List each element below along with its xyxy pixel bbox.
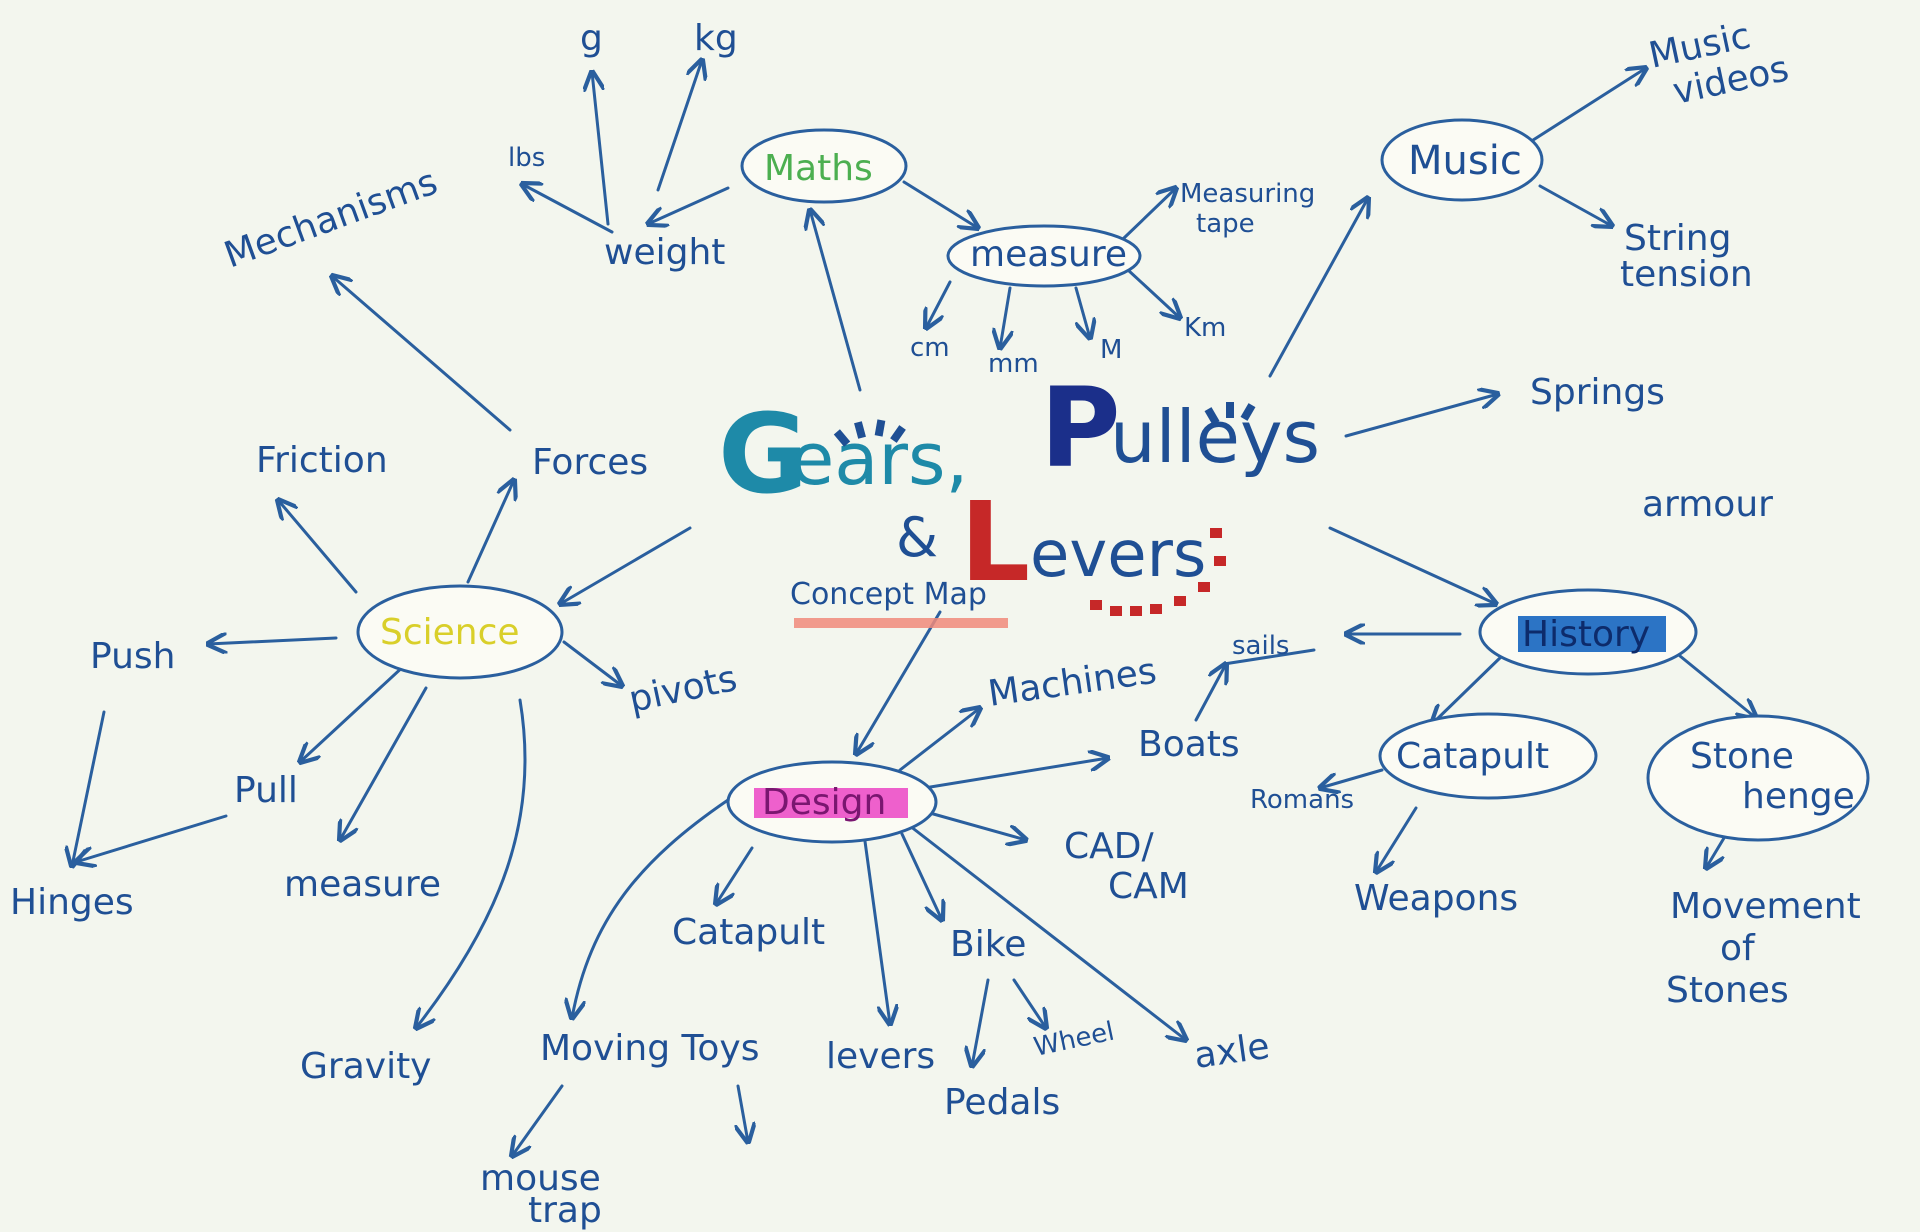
label-design-catapult: Catapult (672, 912, 825, 953)
label-springs: Springs (1530, 372, 1665, 413)
label-km: Km (1184, 313, 1226, 343)
label-pivots: pivots (625, 658, 740, 721)
hub-design: Design (762, 782, 886, 823)
hub-measure: measure (970, 234, 1127, 275)
hub-catapult: Catapult (1396, 736, 1549, 777)
label-pedals: Pedals (944, 1082, 1060, 1123)
label-sails: sails (1232, 631, 1289, 661)
music-cloud (1380, 118, 1544, 202)
hub-maths: Maths (764, 148, 873, 189)
label-bike: Bike (950, 924, 1026, 965)
hub-science: Science (380, 612, 520, 653)
pulley-dots-decoration (1204, 402, 1256, 425)
label-g: g (580, 18, 603, 59)
central-title: G ears, P ulleys & L evers Concept Ma (718, 364, 1320, 628)
label-mechanisms: Mechanisms (219, 162, 443, 277)
gear-teeth-decoration (833, 419, 906, 447)
title-gears-initial: G (718, 390, 808, 518)
connectors (72, 60, 1756, 1156)
catapult-cloud (1378, 712, 1598, 800)
label-cm: cm (910, 333, 950, 363)
label-forces: Forces (532, 442, 648, 483)
label-boats: Boats (1138, 724, 1240, 765)
label-cad-cam-line2: CAM (1108, 866, 1189, 907)
label-m: M (1100, 335, 1122, 365)
concept-map-underline (794, 618, 1008, 628)
label-lbs: lbs (508, 143, 545, 173)
hub-history: History (1522, 614, 1650, 655)
measure-cloud (946, 224, 1142, 288)
label-measuring-tape-line1: Measuring (1180, 179, 1315, 209)
label-string-tension-line1: String (1624, 218, 1731, 259)
label-mm: mm (988, 349, 1039, 379)
label-string-tension-line2: tension (1620, 254, 1753, 295)
label-gravity: Gravity (300, 1046, 431, 1087)
lever-dots-decoration (1090, 528, 1226, 616)
design-highlight (754, 788, 908, 818)
label-weapons: Weapons (1354, 878, 1518, 919)
label-cad-cam-line1: CAD/ (1064, 826, 1154, 867)
hub-music: Music (1408, 138, 1522, 184)
title-pulleys-rest: ulleys (1110, 395, 1320, 479)
maths-cloud (740, 128, 908, 204)
label-mouse-trap-line1: mouse (480, 1158, 601, 1199)
title-levers-rest: evers (1030, 518, 1206, 592)
label-science-measure: measure (284, 864, 441, 905)
label-measuring-tape-line2: tape (1196, 209, 1255, 239)
science-cloud (356, 584, 564, 680)
title-ampersand: & (896, 506, 938, 569)
label-friction: Friction (256, 440, 388, 481)
hub-stonehenge-line1: Stone (1690, 736, 1794, 777)
label-romans: Romans (1250, 785, 1354, 815)
label-movement-of-stones-line3: Stones (1666, 970, 1789, 1011)
label-pull: Pull (234, 770, 298, 811)
label-push: Push (90, 636, 175, 677)
label-movement-of-stones-line2: of (1720, 928, 1756, 969)
label-hinges: Hinges (10, 882, 134, 923)
label-armour: armour (1642, 484, 1773, 525)
label-mouse-trap-line2: trap (528, 1190, 602, 1231)
hub-stonehenge-line2: henge (1742, 776, 1855, 817)
label-axle: axle (1192, 1026, 1272, 1077)
concept-map-subtitle: Concept Map (790, 577, 987, 612)
label-kg: kg (694, 18, 738, 59)
stonehenge-cloud (1646, 714, 1870, 842)
title-pulleys-initial: P (1040, 364, 1121, 492)
label-moving-toys: Moving Toys (540, 1028, 759, 1069)
label-levers: levers (826, 1036, 935, 1077)
title-levers-initial: L (960, 478, 1030, 606)
history-highlight (1518, 616, 1666, 652)
label-machines: Machines (986, 651, 1160, 715)
label-movement-of-stones-line1: Movement (1670, 886, 1861, 927)
label-weight: weight (604, 232, 725, 273)
